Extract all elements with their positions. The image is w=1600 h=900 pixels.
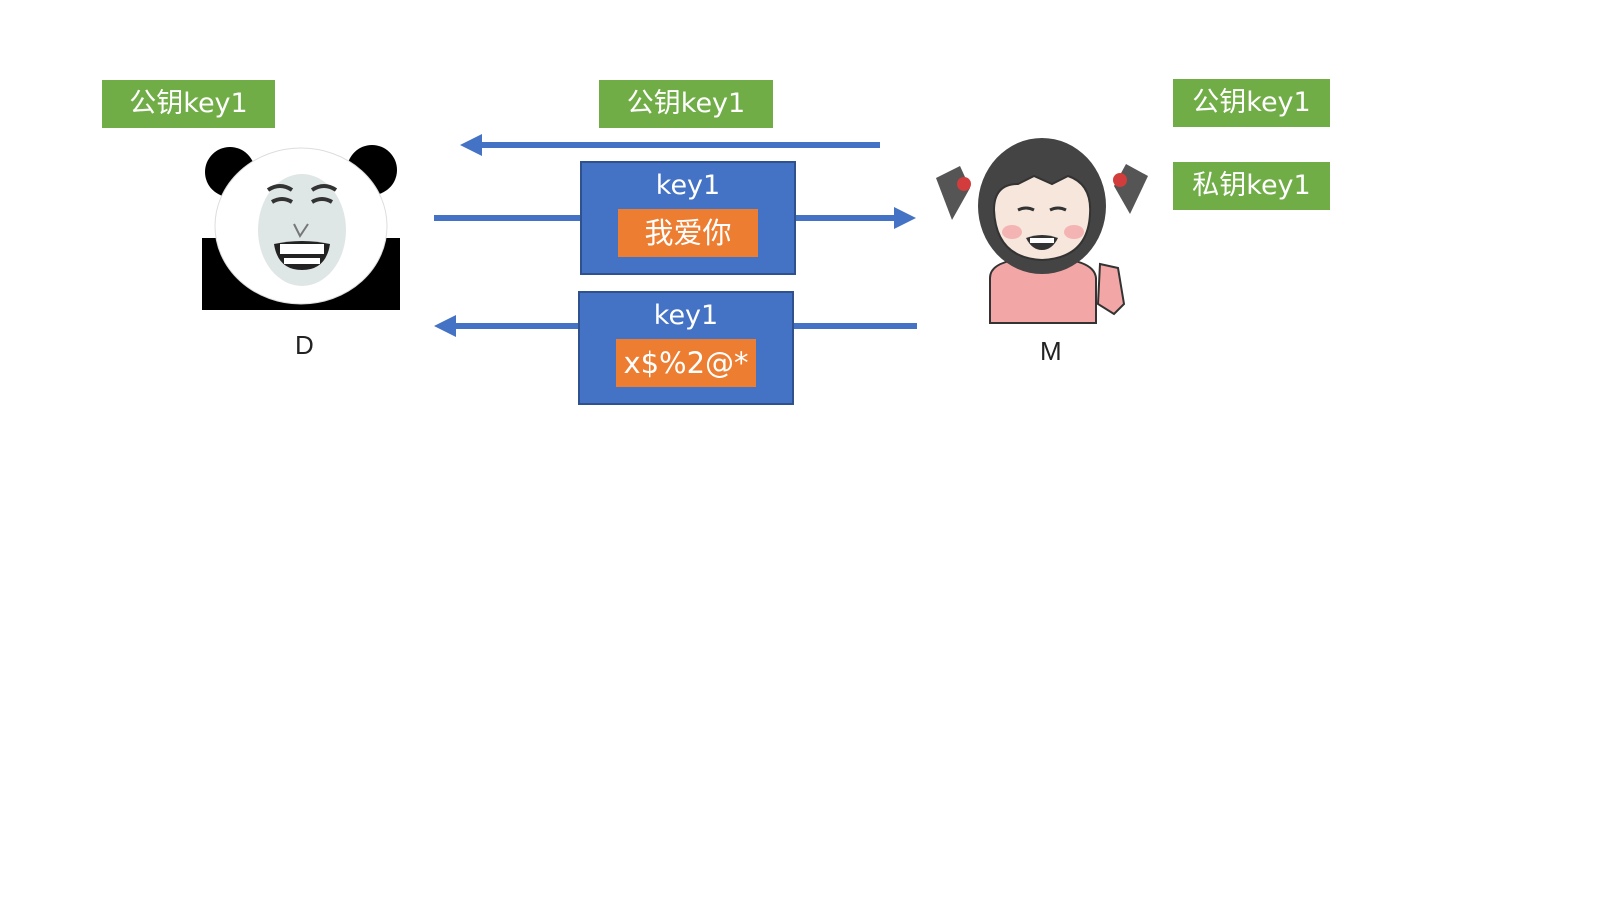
plaintext-message: 我爱你 xyxy=(618,209,758,257)
party-d-label: D xyxy=(295,330,314,360)
encrypted-envelope-to-m: key1 我爱你 xyxy=(580,161,796,275)
arrow-public-key-to-d xyxy=(460,134,880,156)
m-private-key-tag: 私钥key1 xyxy=(1173,162,1330,210)
envelope-key-label: key1 xyxy=(653,300,719,331)
ciphertext-message: x$%2@* xyxy=(616,339,756,387)
panda-face-avatar xyxy=(200,140,402,310)
transfer-public-key-tag: 公钥key1 xyxy=(599,80,773,128)
encrypted-envelope-to-d: key1 x$%2@* xyxy=(578,291,794,405)
party-m-label: M xyxy=(1040,336,1062,366)
girl-pigtails-avatar xyxy=(930,118,1155,326)
d-public-key-tag: 公钥key1 xyxy=(102,80,275,128)
m-public-key-tag: 公钥key1 xyxy=(1173,79,1330,127)
envelope-key-label: key1 xyxy=(655,170,721,201)
